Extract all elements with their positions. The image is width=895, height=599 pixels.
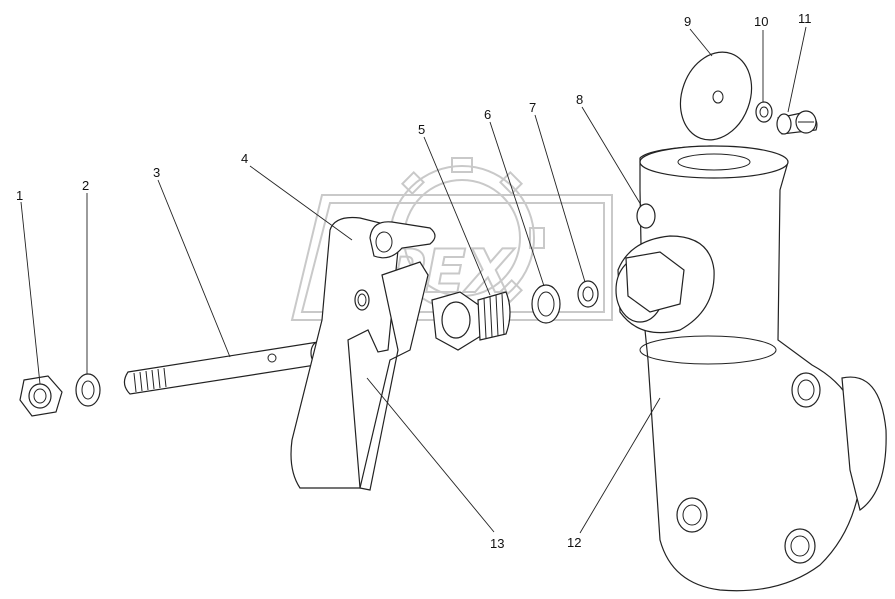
callout-10: 10 bbox=[754, 14, 768, 29]
callout-4: 4 bbox=[241, 151, 248, 166]
part-8-plug bbox=[636, 203, 656, 229]
callout-11: 11 bbox=[798, 11, 812, 26]
leader-3 bbox=[157, 179, 231, 358]
leader-7 bbox=[534, 114, 586, 283]
part-11-screw bbox=[776, 110, 818, 135]
callout-labels: 1 2 3 4 5 6 7 8 9 10 11 12 13 bbox=[16, 11, 812, 551]
leader-6 bbox=[489, 121, 545, 287]
callout-2: 2 bbox=[82, 178, 89, 193]
leader-12 bbox=[579, 397, 661, 534]
callout-9: 9 bbox=[684, 14, 691, 29]
leader-4 bbox=[249, 165, 353, 241]
part-1-hex-nut bbox=[19, 375, 63, 417]
part-5-threaded-fitting bbox=[431, 291, 511, 351]
part-6-washer bbox=[531, 284, 561, 324]
part-10-washer bbox=[755, 101, 773, 123]
part-13-lever bbox=[290, 216, 429, 491]
callout-1: 1 bbox=[16, 188, 23, 203]
leader-lines bbox=[20, 26, 807, 534]
callout-13: 13 bbox=[490, 536, 504, 551]
callout-5: 5 bbox=[418, 122, 425, 137]
callout-6: 6 bbox=[484, 107, 491, 122]
leader-5 bbox=[423, 136, 491, 296]
callout-3: 3 bbox=[153, 165, 160, 180]
leader-9 bbox=[689, 28, 713, 57]
part-2-spring-washer bbox=[75, 373, 101, 407]
callout-7: 7 bbox=[529, 100, 536, 115]
leader-1 bbox=[20, 201, 41, 385]
callout-8: 8 bbox=[576, 92, 583, 107]
leader-8 bbox=[581, 106, 642, 206]
part-12-valve-body bbox=[615, 145, 887, 592]
part-4-lock-tab bbox=[369, 221, 436, 259]
part-7-small-washer bbox=[577, 280, 599, 308]
part-9-cap-disc bbox=[679, 51, 753, 141]
watermark-frame bbox=[290, 194, 613, 321]
leader-13 bbox=[366, 377, 495, 533]
callout-12: 12 bbox=[567, 535, 581, 550]
leader-11 bbox=[787, 26, 807, 113]
part-3-threaded-rod bbox=[123, 341, 326, 395]
